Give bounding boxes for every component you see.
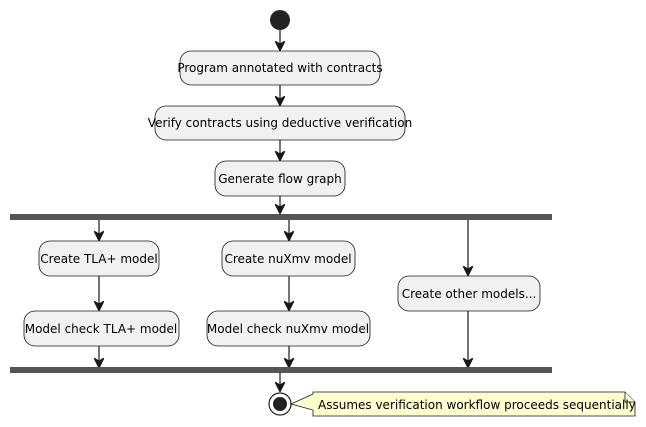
activity-label: Program annotated with contracts bbox=[177, 61, 382, 75]
note-box bbox=[289, 391, 636, 417]
note: Assumes verification workflow proceeds s… bbox=[289, 391, 636, 417]
activity-label: Create other models... bbox=[402, 287, 537, 301]
activity-create-nuxmv: Create nuXmv model bbox=[221, 240, 356, 277]
activity-label: Model check nuXmv model bbox=[207, 322, 369, 336]
activity-create-tla: Create TLA+ model bbox=[38, 240, 160, 277]
activity-label: Generate flow graph bbox=[218, 172, 342, 186]
activity-label: Model check TLA+ model bbox=[25, 322, 178, 336]
note-fold bbox=[624, 392, 635, 403]
join-bar bbox=[10, 367, 552, 373]
activity-label: Verify contracts using deductive verific… bbox=[148, 116, 412, 130]
activity-program-annotated: Program annotated with contracts bbox=[177, 50, 383, 86]
activity-label: Create TLA+ model bbox=[40, 252, 157, 266]
end-node bbox=[268, 392, 292, 416]
start-node bbox=[270, 10, 290, 30]
fork-bar bbox=[10, 214, 552, 220]
activity-generate-flow-graph: Generate flow graph bbox=[214, 160, 346, 197]
activity-check-nuxmv: Model check nuXmv model bbox=[206, 310, 371, 347]
activity-check-tla: Model check TLA+ model bbox=[23, 310, 180, 347]
activity-create-other: Create other models... bbox=[397, 275, 541, 312]
note-text: Assumes verification workflow proceeds s… bbox=[318, 398, 636, 412]
activity-label: Create nuXmv model bbox=[224, 252, 351, 266]
activity-verify-contracts: Verify contracts using deductive verific… bbox=[148, 105, 412, 141]
